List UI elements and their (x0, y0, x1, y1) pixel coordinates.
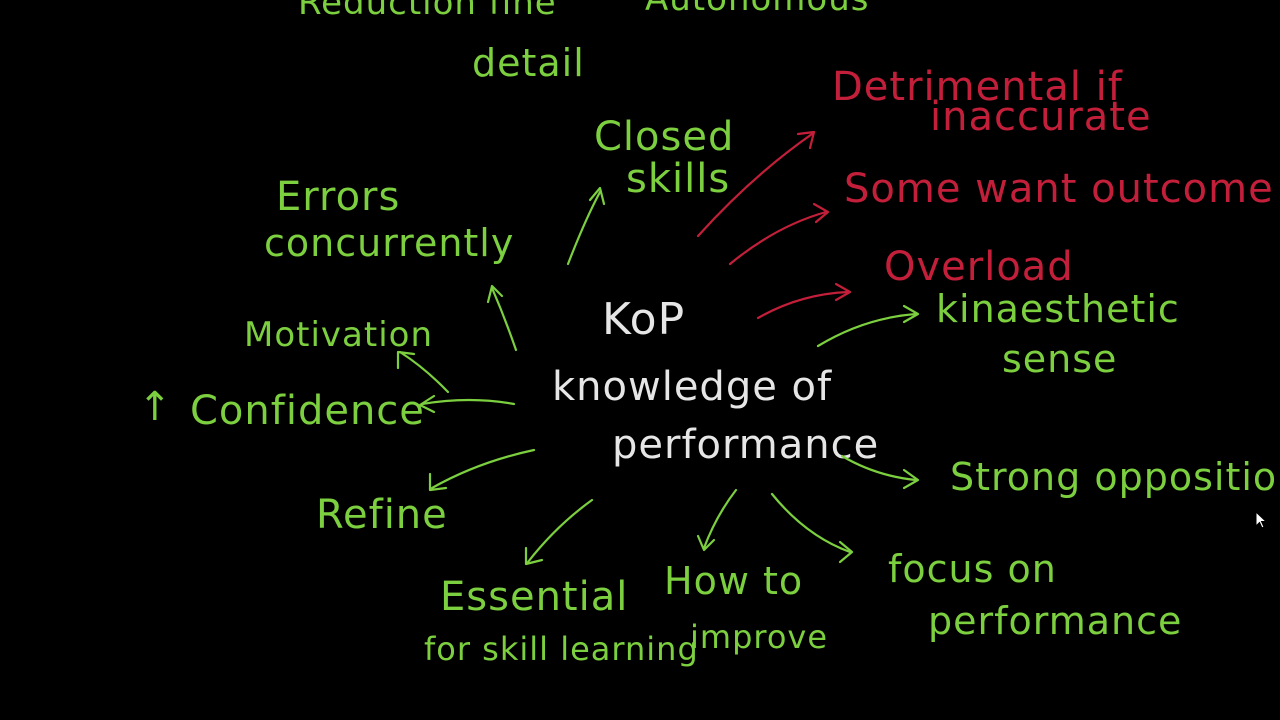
center-abbrev: KoP (602, 294, 685, 345)
label-detrimental: Detrimental if (832, 64, 1123, 110)
label-motivation: Motivation (244, 315, 433, 355)
label-performance: performance (928, 599, 1182, 643)
label-confidence: Confidence (190, 388, 425, 434)
arrow-to-overload (756, 282, 852, 320)
arrow-to-confidence (418, 394, 516, 414)
center-line1: knowledge of (552, 364, 832, 410)
arrow-to-errors (486, 284, 518, 352)
label-kinaesthetic: kinaesthetic (936, 287, 1180, 331)
label-strong-opposition: Strong opposition (950, 455, 1280, 499)
label-sense: sense (1002, 337, 1117, 381)
arrow-to-how-to (696, 488, 738, 552)
arrow-to-closed-skills (566, 186, 606, 266)
label-inaccurate: inaccurate (930, 94, 1152, 140)
label-skill-learning: for skill learning (424, 630, 699, 668)
label-essential: Essential (440, 574, 628, 620)
label-refine: Refine (316, 492, 448, 538)
arrow-to-kinaesthetic (816, 304, 920, 348)
label-overload: Overload (884, 244, 1074, 290)
label-improve: improve (690, 618, 828, 656)
label-focus-on: focus on (888, 547, 1057, 591)
partial-reduction-fine: Reduction fine (298, 0, 557, 23)
partial-autonomous: Autonomous (645, 0, 869, 19)
label-how-to: How to (664, 559, 803, 603)
label-errors: Errors (276, 174, 400, 220)
arrow-to-detrimental (696, 130, 816, 238)
arrow-to-motivation (396, 350, 450, 394)
label-skills: skills (626, 156, 730, 202)
arrow-to-strong-opposition (840, 454, 920, 490)
arrow-to-focus (770, 492, 854, 564)
arrow-to-some-want-outcome (728, 202, 830, 266)
center-line2: performance (612, 422, 879, 468)
label-concurrently: concurrently (264, 221, 514, 265)
label-closed: Closed (594, 114, 734, 160)
label-some-want-outcome: Some want outcome (844, 166, 1274, 212)
arrow-to-refine (428, 448, 536, 492)
mouse-cursor-icon (1255, 510, 1268, 529)
label-confidence-up: ↑ (138, 384, 173, 430)
partial-detail: detail (472, 41, 585, 85)
arrow-to-essential (524, 498, 594, 566)
